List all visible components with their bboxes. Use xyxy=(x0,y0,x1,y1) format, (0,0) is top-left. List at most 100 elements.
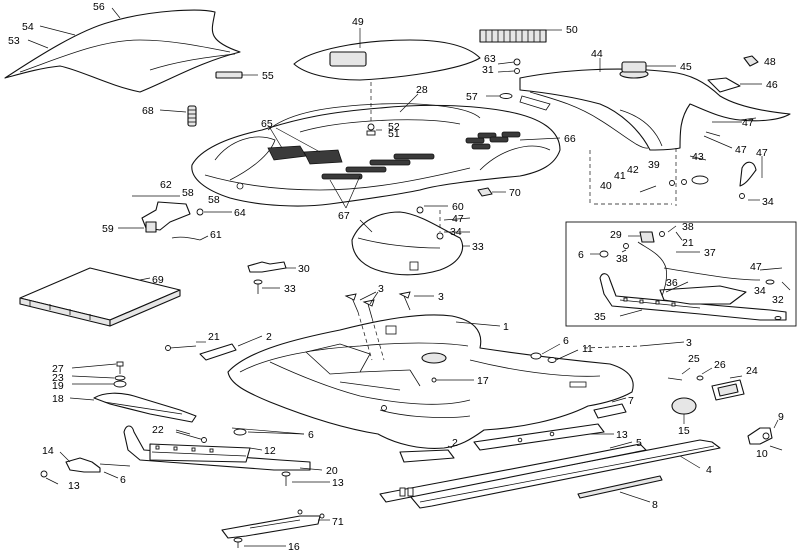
spring-clip-61 xyxy=(171,235,209,241)
callout-47-d: 47 xyxy=(452,213,464,225)
inset-cable-37-36 xyxy=(637,241,761,297)
callout-3-c: 3 xyxy=(686,337,692,349)
callout-16: 16 xyxy=(288,541,300,551)
hood-leaders xyxy=(269,93,561,209)
callout-66: 66 xyxy=(564,133,576,145)
hardware-6-11 xyxy=(530,343,579,363)
skid-71 xyxy=(221,509,330,548)
callout-64: 64 xyxy=(234,207,246,219)
callout-26: 26 xyxy=(714,359,726,371)
callout-49: 49 xyxy=(352,16,364,28)
callout-2-a: 2 xyxy=(266,331,272,343)
callout-2-b: 2 xyxy=(452,437,458,449)
decal-24 xyxy=(711,375,745,401)
screw-13-bottom xyxy=(281,471,330,486)
callout-13-b: 13 xyxy=(332,477,344,489)
console-33 xyxy=(351,205,471,276)
callout-8: 8 xyxy=(652,499,658,511)
inset-bumper-35 xyxy=(599,273,787,321)
callout-70: 70 xyxy=(509,187,521,199)
hood-hardware-51-52 xyxy=(366,82,376,136)
callout-34-c: 34 xyxy=(754,285,766,297)
callout-43: 43 xyxy=(692,151,704,163)
tank-hardware-63-31-57 xyxy=(486,58,521,99)
callout-60: 60 xyxy=(452,201,464,213)
callout-27: 27 xyxy=(52,363,64,375)
callout-47-c: 47 xyxy=(756,147,768,159)
tank-dashed xyxy=(589,148,677,206)
callout-55: 55 xyxy=(262,70,274,82)
foam-strip-50 xyxy=(479,29,562,43)
rivets-25-26 xyxy=(667,367,713,381)
windshield-leaders xyxy=(27,7,121,49)
callout-48: 48 xyxy=(764,56,776,68)
callout-58-b: 58 xyxy=(208,194,220,206)
callout-30: 30 xyxy=(298,263,310,275)
tank-clips-48-46 xyxy=(707,55,762,93)
inset-box xyxy=(565,221,797,327)
callout-20: 20 xyxy=(326,465,338,477)
callout-6-a: 6 xyxy=(563,335,569,347)
callout-23: 23 xyxy=(52,372,64,384)
callout-37: 37 xyxy=(704,247,716,259)
hood-vents-65 xyxy=(267,145,343,165)
callout-11: 11 xyxy=(582,343,593,355)
callout-34-a: 34 xyxy=(762,196,774,208)
bracket-30 xyxy=(247,261,296,294)
callout-61: 61 xyxy=(210,229,222,241)
callout-28: 28 xyxy=(416,84,428,96)
callout-6-d: 6 xyxy=(578,249,584,261)
callout-57: 57 xyxy=(466,91,478,103)
callout-21-b: 21 xyxy=(682,237,694,249)
callout-10: 10 xyxy=(756,448,768,460)
callout-36: 36 xyxy=(666,277,678,289)
callout-45: 45 xyxy=(680,61,692,73)
cap-15 xyxy=(671,397,697,424)
callout-18: 18 xyxy=(52,393,64,405)
callout-44: 44 xyxy=(591,48,603,60)
handle-9-10 xyxy=(747,419,783,451)
callout-22: 22 xyxy=(152,424,164,436)
callout-62: 62 xyxy=(160,179,172,191)
callout-52: 52 xyxy=(388,121,400,133)
hood-vents-66 xyxy=(465,131,521,150)
callout-24: 24 xyxy=(746,365,758,377)
rail-4 xyxy=(409,439,721,509)
strip-8 xyxy=(577,475,663,503)
bolt-3 xyxy=(583,341,685,349)
callout-41: 41 xyxy=(614,170,626,182)
callout-58-a: 58 xyxy=(182,187,194,199)
callout-65: 65 xyxy=(261,118,273,130)
callout-69: 69 xyxy=(152,274,164,286)
hood-vents-67 xyxy=(321,153,435,180)
callout-46: 46 xyxy=(766,79,778,91)
inset-hardware-47-34 xyxy=(759,267,791,291)
callout-53: 53 xyxy=(8,35,20,47)
hinge-14 xyxy=(40,451,131,485)
fuel-tank xyxy=(519,58,791,151)
callout-6-b: 6 xyxy=(308,429,314,441)
callout-42: 42 xyxy=(627,164,639,176)
hood-console-49 xyxy=(293,28,481,81)
callout-5: 5 xyxy=(636,437,642,449)
callout-6-c: 6 xyxy=(120,474,126,486)
callout-68: 68 xyxy=(142,105,154,117)
stack-27-23-19 xyxy=(71,361,127,388)
callout-47-e: 47 xyxy=(750,261,762,273)
belly-pan-leaders xyxy=(231,321,501,435)
callout-50: 50 xyxy=(566,24,578,36)
callout-39: 39 xyxy=(648,159,660,171)
guard-2 xyxy=(165,335,263,361)
callout-63: 63 xyxy=(484,53,496,65)
callout-59: 59 xyxy=(102,223,114,235)
callout-38-b: 38 xyxy=(616,253,628,265)
callout-71: 71 xyxy=(332,516,344,528)
callout-7: 7 xyxy=(628,395,634,407)
tank-screws-47 xyxy=(703,117,763,178)
callout-21-a: 21 xyxy=(208,331,220,343)
callout-9: 9 xyxy=(778,411,784,423)
callout-40: 40 xyxy=(600,180,612,192)
callout-labels: 56 54 53 55 68 49 50 44 45 48 46 63 31 5… xyxy=(8,1,784,551)
callout-17: 17 xyxy=(477,375,489,387)
